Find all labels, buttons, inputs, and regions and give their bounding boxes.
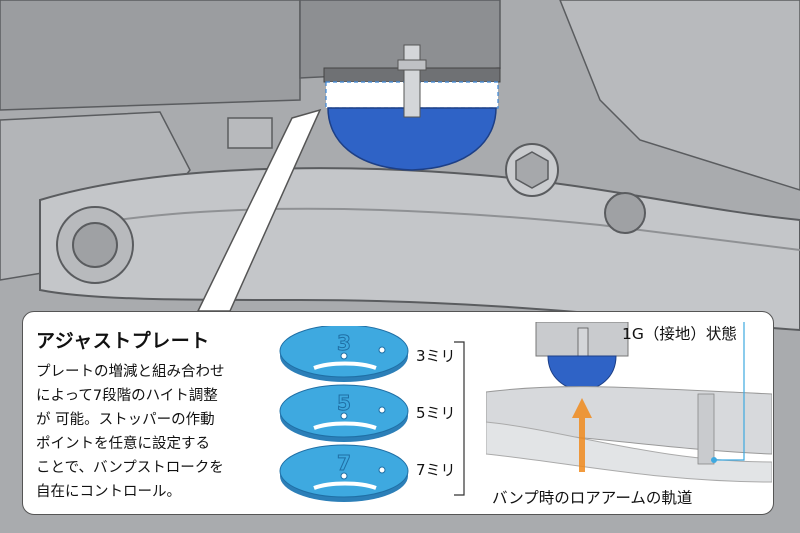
- trajectory-leader: [714, 322, 745, 461]
- bushing-bolt: [72, 222, 118, 268]
- panel-description: プレートの増減と組み合わせ によって7段階のハイト調整 が 可能。ストッパーの作…: [36, 360, 276, 504]
- plate-label-7mm: 7ミリ: [416, 461, 456, 479]
- description-line: プレートの増減と組み合わせ: [36, 364, 225, 380]
- description-line: ポイントを任意に設定する: [36, 436, 210, 452]
- plate-5mm: 5: [279, 384, 409, 442]
- inset-stud: [577, 327, 589, 357]
- pivot-nut-hex: [515, 151, 549, 189]
- inset-bolts: [697, 393, 715, 465]
- bump-stopper: [327, 107, 497, 171]
- panel-title: アジャストプレート: [36, 330, 210, 352]
- bump-arrow: [572, 398, 592, 472]
- inset-illustration: [486, 322, 772, 483]
- body-panel-left: [0, 0, 301, 111]
- plate-label-3mm: 3ミリ: [416, 347, 456, 365]
- trajectory-label: バンプ時のロアアームの軌道: [492, 489, 693, 507]
- knuckle-bolt: [604, 192, 646, 234]
- lower-arm-edge: [59, 207, 800, 251]
- plate-number: 3: [337, 331, 351, 355]
- plates-illustration: 3 5 7: [279, 326, 409, 502]
- stopper-stud: [403, 44, 421, 118]
- plate-label-5mm: 5ミリ: [416, 404, 456, 422]
- plate-7mm: 7: [279, 444, 409, 502]
- description-line: によって7段階のハイト調整: [36, 388, 218, 404]
- plate-bracket: [454, 341, 465, 496]
- state-label: 1G（接地）状態: [622, 325, 737, 343]
- plate-number: 5: [337, 391, 351, 415]
- inset-stopper: [547, 355, 617, 391]
- inset-arm-lower: [486, 421, 772, 483]
- description-line: 自在にコントロール。: [36, 484, 181, 500]
- plate-number: 7: [337, 451, 351, 475]
- description-line: が 可能。ストッパーの作動: [36, 412, 215, 428]
- description-line: ことで、バンプストロークを: [36, 460, 224, 476]
- body-panel-right: [559, 0, 800, 191]
- mount-bolt-head: [227, 117, 273, 149]
- plate-3mm: 3: [279, 326, 409, 382]
- stud-nut: [397, 59, 427, 71]
